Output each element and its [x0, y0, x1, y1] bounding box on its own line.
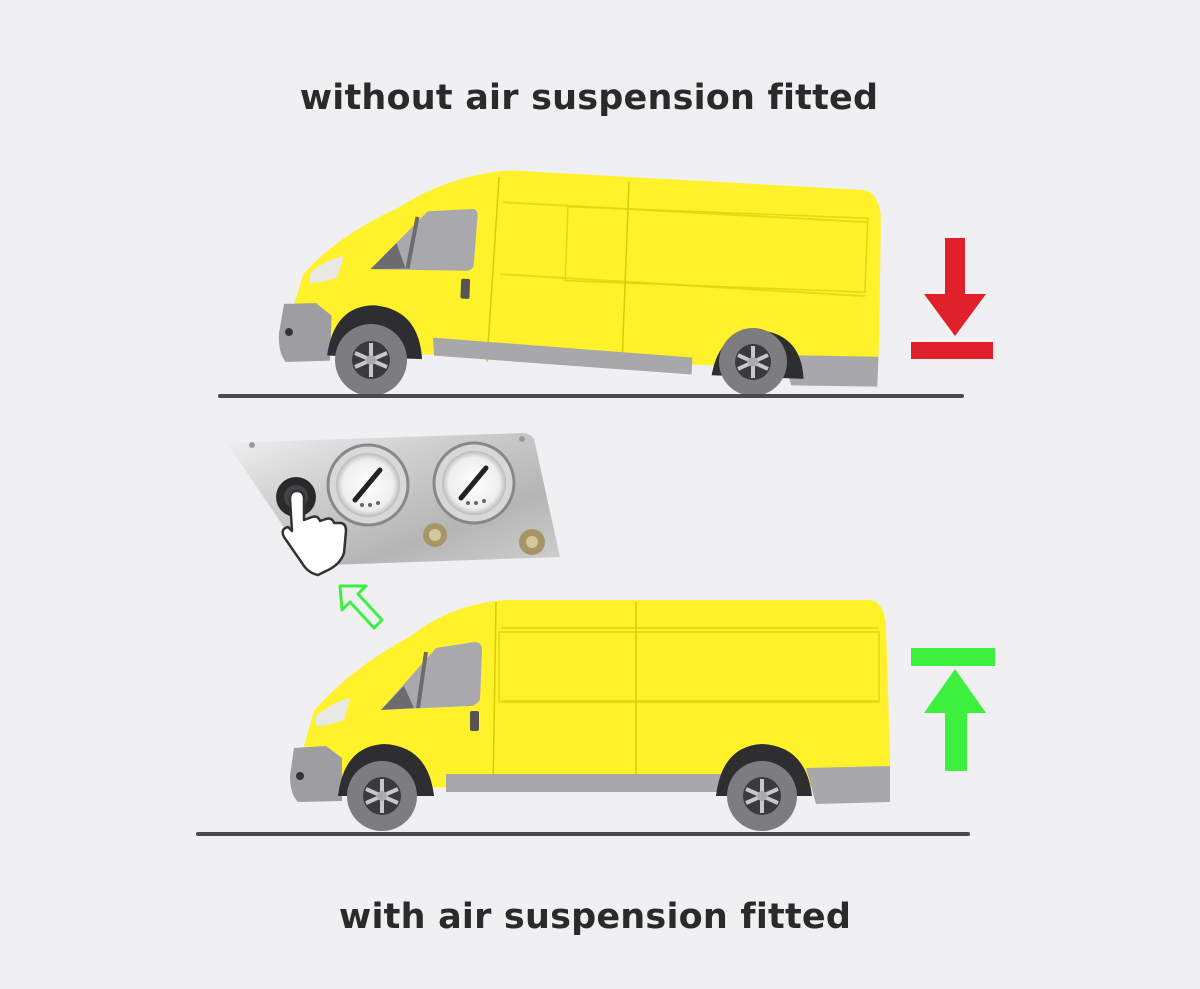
hand-pointer-icon — [281, 489, 348, 577]
pressure-gauge-right-icon — [432, 441, 516, 525]
valve-fitting-left-icon — [423, 523, 447, 547]
valve-fitting-right-icon — [519, 529, 545, 555]
front-wheel-icon — [347, 761, 417, 831]
front-wheel-icon — [335, 324, 407, 396]
arrow-down-to-line-icon — [911, 238, 993, 359]
caption-without-air-suspension: without air suspension fitted — [299, 78, 879, 118]
rear-wheel-icon — [727, 761, 797, 831]
ground-line-top — [218, 394, 964, 398]
van-with-air-suspension — [290, 600, 890, 831]
rear-wheel-icon — [719, 328, 787, 396]
callout-arrow-icon — [338, 584, 384, 630]
arrow-up-from-line-icon — [911, 648, 995, 771]
pressure-gauge-left-icon — [326, 443, 410, 527]
van-without-air-suspension — [278, 170, 881, 396]
air-suspension-control-panel — [227, 433, 560, 577]
ground-line-bottom — [196, 832, 970, 836]
caption-with-air-suspension: with air suspension fitted — [338, 897, 852, 937]
